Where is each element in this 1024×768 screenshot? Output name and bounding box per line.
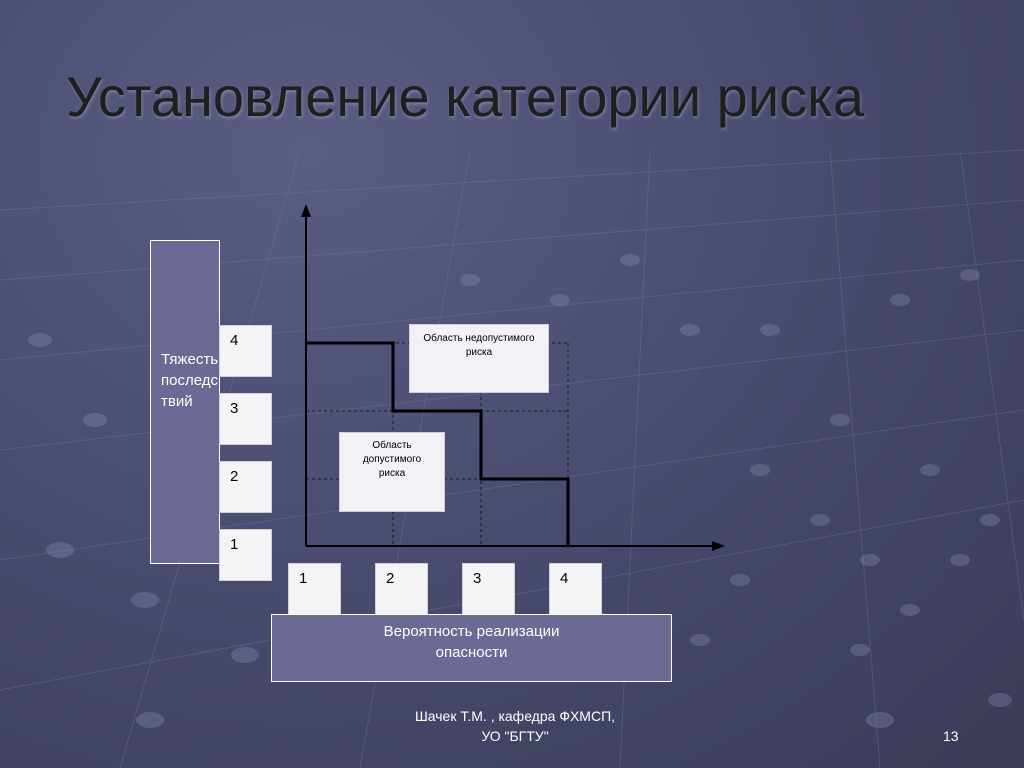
severity-label: Тяжесть последствий [161, 351, 219, 410]
severity-level-label: 1 [230, 536, 239, 553]
severity-panel: Тяжесть последствий [150, 240, 220, 564]
probability-level-label: 4 [560, 570, 569, 587]
severity-level-label: 4 [230, 332, 239, 349]
acceptable-risk-label: Область допустимого риска [362, 440, 422, 479]
footer-organization: УО "БГТУ" [481, 728, 549, 744]
probability-level-2: 2 [375, 563, 428, 615]
risk-boundary-line [306, 341, 570, 546]
slide-number: 13 [943, 728, 959, 744]
probability-level-label: 3 [473, 570, 482, 587]
probability-level-label: 1 [299, 570, 308, 587]
probability-level-4: 4 [549, 563, 602, 615]
severity-level-3: 3 [219, 393, 272, 445]
probability-level-label: 2 [386, 570, 395, 587]
probability-panel: Вероятность реализации опасности [271, 614, 672, 682]
severity-level-4: 4 [219, 325, 272, 377]
x-axis-arrow [712, 541, 725, 551]
severity-level-1: 1 [219, 529, 272, 581]
slide-title: Установление категории риска [66, 65, 864, 128]
unacceptable-risk-label: Область недопустимого риска [423, 333, 535, 358]
footer-author: Шачек Т.М. , кафедра ФХМСП, [414, 708, 616, 724]
probability-level-1: 1 [288, 563, 341, 615]
probability-label: Вероятность реализации опасности [383, 623, 560, 661]
unacceptable-risk-region: Область недопустимого риска [409, 324, 549, 393]
slide-footer: Шачек Т.М. , кафедра ФХМСП, УО "БГТУ" [385, 706, 645, 746]
y-axis-arrow [301, 204, 311, 217]
probability-level-3: 3 [462, 563, 515, 615]
severity-level-label: 3 [230, 400, 239, 417]
severity-level-label: 2 [230, 468, 239, 485]
acceptable-risk-region: Область допустимого риска [339, 432, 445, 512]
severity-level-2: 2 [219, 461, 272, 513]
